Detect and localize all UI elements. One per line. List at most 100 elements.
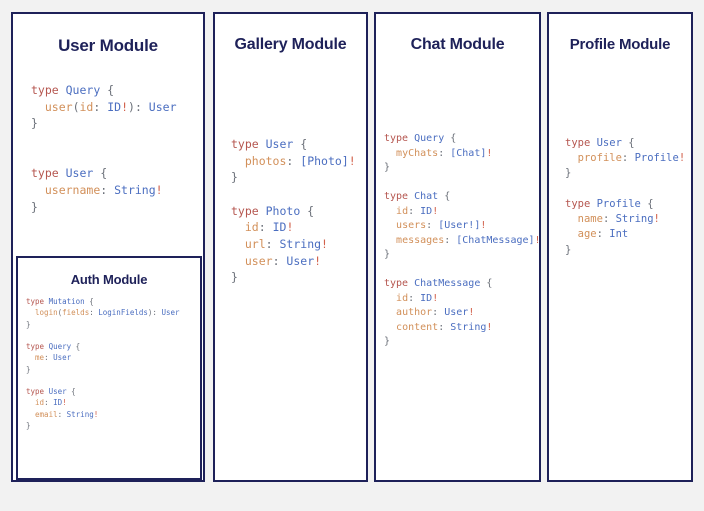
code-token-fld: email (35, 409, 58, 419)
code-line: id: ID! (384, 292, 541, 307)
code-token-pun: ): (147, 308, 162, 318)
code-token-type: ID (272, 220, 287, 235)
code-token-bang: ! (534, 234, 541, 246)
code-token-fld: messages (396, 234, 445, 246)
code-line: type Chat { (384, 190, 541, 205)
code-token-pun (384, 235, 396, 246)
code-line (31, 149, 177, 166)
code-token-type: [ChatMessage] (456, 234, 535, 246)
code-token-type: Int (609, 228, 629, 241)
code-token-type: User (444, 307, 469, 318)
code-token-pun (384, 307, 396, 318)
code-token-pun: : (602, 213, 616, 226)
code-token-pun: { (438, 191, 451, 202)
code-token-kw: type (565, 137, 597, 149)
card-profile-module[interactable]: Profile Module type User { profile: Prof… (547, 12, 693, 482)
code-line: } (31, 115, 177, 132)
code-token-pun (565, 152, 578, 164)
code-token-fld: myChats (396, 147, 439, 159)
code-line: url: String! (231, 236, 356, 253)
code-line: } (565, 166, 685, 181)
code-token-type: Mutation (48, 297, 85, 306)
code-token-type: ID (53, 398, 63, 408)
code-token-type: [Photo] (300, 153, 349, 168)
code-token-pun: : (621, 152, 635, 165)
code-token-pun: } (565, 243, 572, 256)
code-token-bang: ! (480, 220, 487, 231)
code-token-fld: photos (244, 153, 287, 168)
code-token-pun: { (100, 83, 115, 97)
code-line: type Query { (384, 132, 541, 147)
code-line: type User { (26, 386, 180, 397)
code-token-type: User (596, 137, 622, 149)
code-token-type: Profile (596, 197, 641, 210)
code-line: email: String! (26, 409, 180, 420)
code-token-pun: } (31, 199, 38, 214)
code-token-pun: : (408, 205, 421, 217)
code-token-kw: type (26, 387, 49, 396)
code-line (26, 375, 180, 386)
code-line: } (31, 199, 177, 216)
card-gallery-module[interactable]: Gallery Module type User { photos: [Phot… (213, 12, 368, 482)
code-token-bang: ! (93, 409, 99, 419)
code-token-type: Photo (265, 203, 301, 218)
code-token-pun: : (444, 234, 457, 246)
code-token-pun: } (26, 420, 31, 430)
code-token-pun: } (565, 167, 572, 180)
card-title-auth-module: Auth Module (70, 272, 148, 287)
card-title-gallery-module: Gallery Module (234, 36, 347, 53)
code-token-bang: ! (432, 292, 439, 304)
code-token-pun: } (26, 319, 31, 329)
code-token-type: Chat (414, 191, 439, 202)
code-block-gallery-module: type User { photos: [Photo]!} type Photo… (231, 136, 356, 286)
code-token-kw: type (384, 191, 415, 202)
code-token-bang: ! (155, 183, 163, 198)
code-token-type: String (114, 183, 156, 198)
code-token-type: Query (414, 133, 445, 144)
card-auth-module[interactable]: Auth Module type Mutation { login(fields… (16, 256, 202, 480)
code-block-user-module: type Query { user(id: ID!): User} type U… (31, 82, 177, 215)
code-token-pun: } (384, 162, 391, 173)
code-token-kw: type (565, 197, 597, 210)
code-token-fld: url (244, 237, 266, 252)
code-token-type: User (53, 353, 72, 363)
code-line: user(id: ID!): User (31, 99, 177, 116)
card-chat-module[interactable]: Chat Module type Query { myChats: [Chat]… (374, 12, 541, 482)
code-token-pun (31, 100, 45, 114)
code-token-bang: ! (321, 237, 328, 252)
code-token-type: User (265, 137, 294, 151)
code-token-pun: : (438, 147, 451, 159)
code-token-pun: { (84, 297, 94, 306)
code-token-fld: profile (577, 152, 622, 165)
card-title-chat-module: Chat Module (410, 36, 505, 53)
code-line: type User { (31, 165, 177, 182)
card-user-module[interactable]: User Module type Query { user(id: ID!): … (11, 12, 205, 482)
code-token-pun (231, 237, 245, 251)
code-token-type: Query (65, 83, 101, 97)
code-line: photos: [Photo]! (231, 153, 356, 170)
code-token-fld: user (244, 253, 273, 268)
code-token-pun: { (66, 387, 76, 396)
code-token-pun (231, 254, 245, 268)
code-token-pun (565, 228, 578, 240)
code-token-pun (26, 398, 35, 407)
code-line: } (565, 243, 685, 258)
code-token-pun: : (258, 220, 273, 235)
code-token-pun: { (621, 137, 635, 149)
code-line: messages: [ChatMessage]! (384, 234, 541, 249)
code-token-pun: } (384, 249, 391, 260)
code-token-type: Query (48, 342, 72, 351)
code-line: name: String! (565, 212, 685, 227)
code-token-pun: { (444, 133, 457, 144)
code-token-pun: { (71, 342, 81, 351)
code-token-pun: : (272, 253, 287, 268)
code-token-pun: : (44, 398, 54, 408)
code-token-bang: ! (62, 398, 67, 408)
code-token-pun (26, 410, 35, 419)
code-token-fld: users (396, 220, 427, 231)
code-token-type: String (66, 409, 94, 419)
code-token-type: User (161, 308, 180, 318)
code-token-type: String (279, 237, 322, 252)
code-token-bang: ! (486, 147, 493, 159)
code-block-chat-module: type Query { myChats: [Chat]!} type Chat… (384, 132, 541, 350)
